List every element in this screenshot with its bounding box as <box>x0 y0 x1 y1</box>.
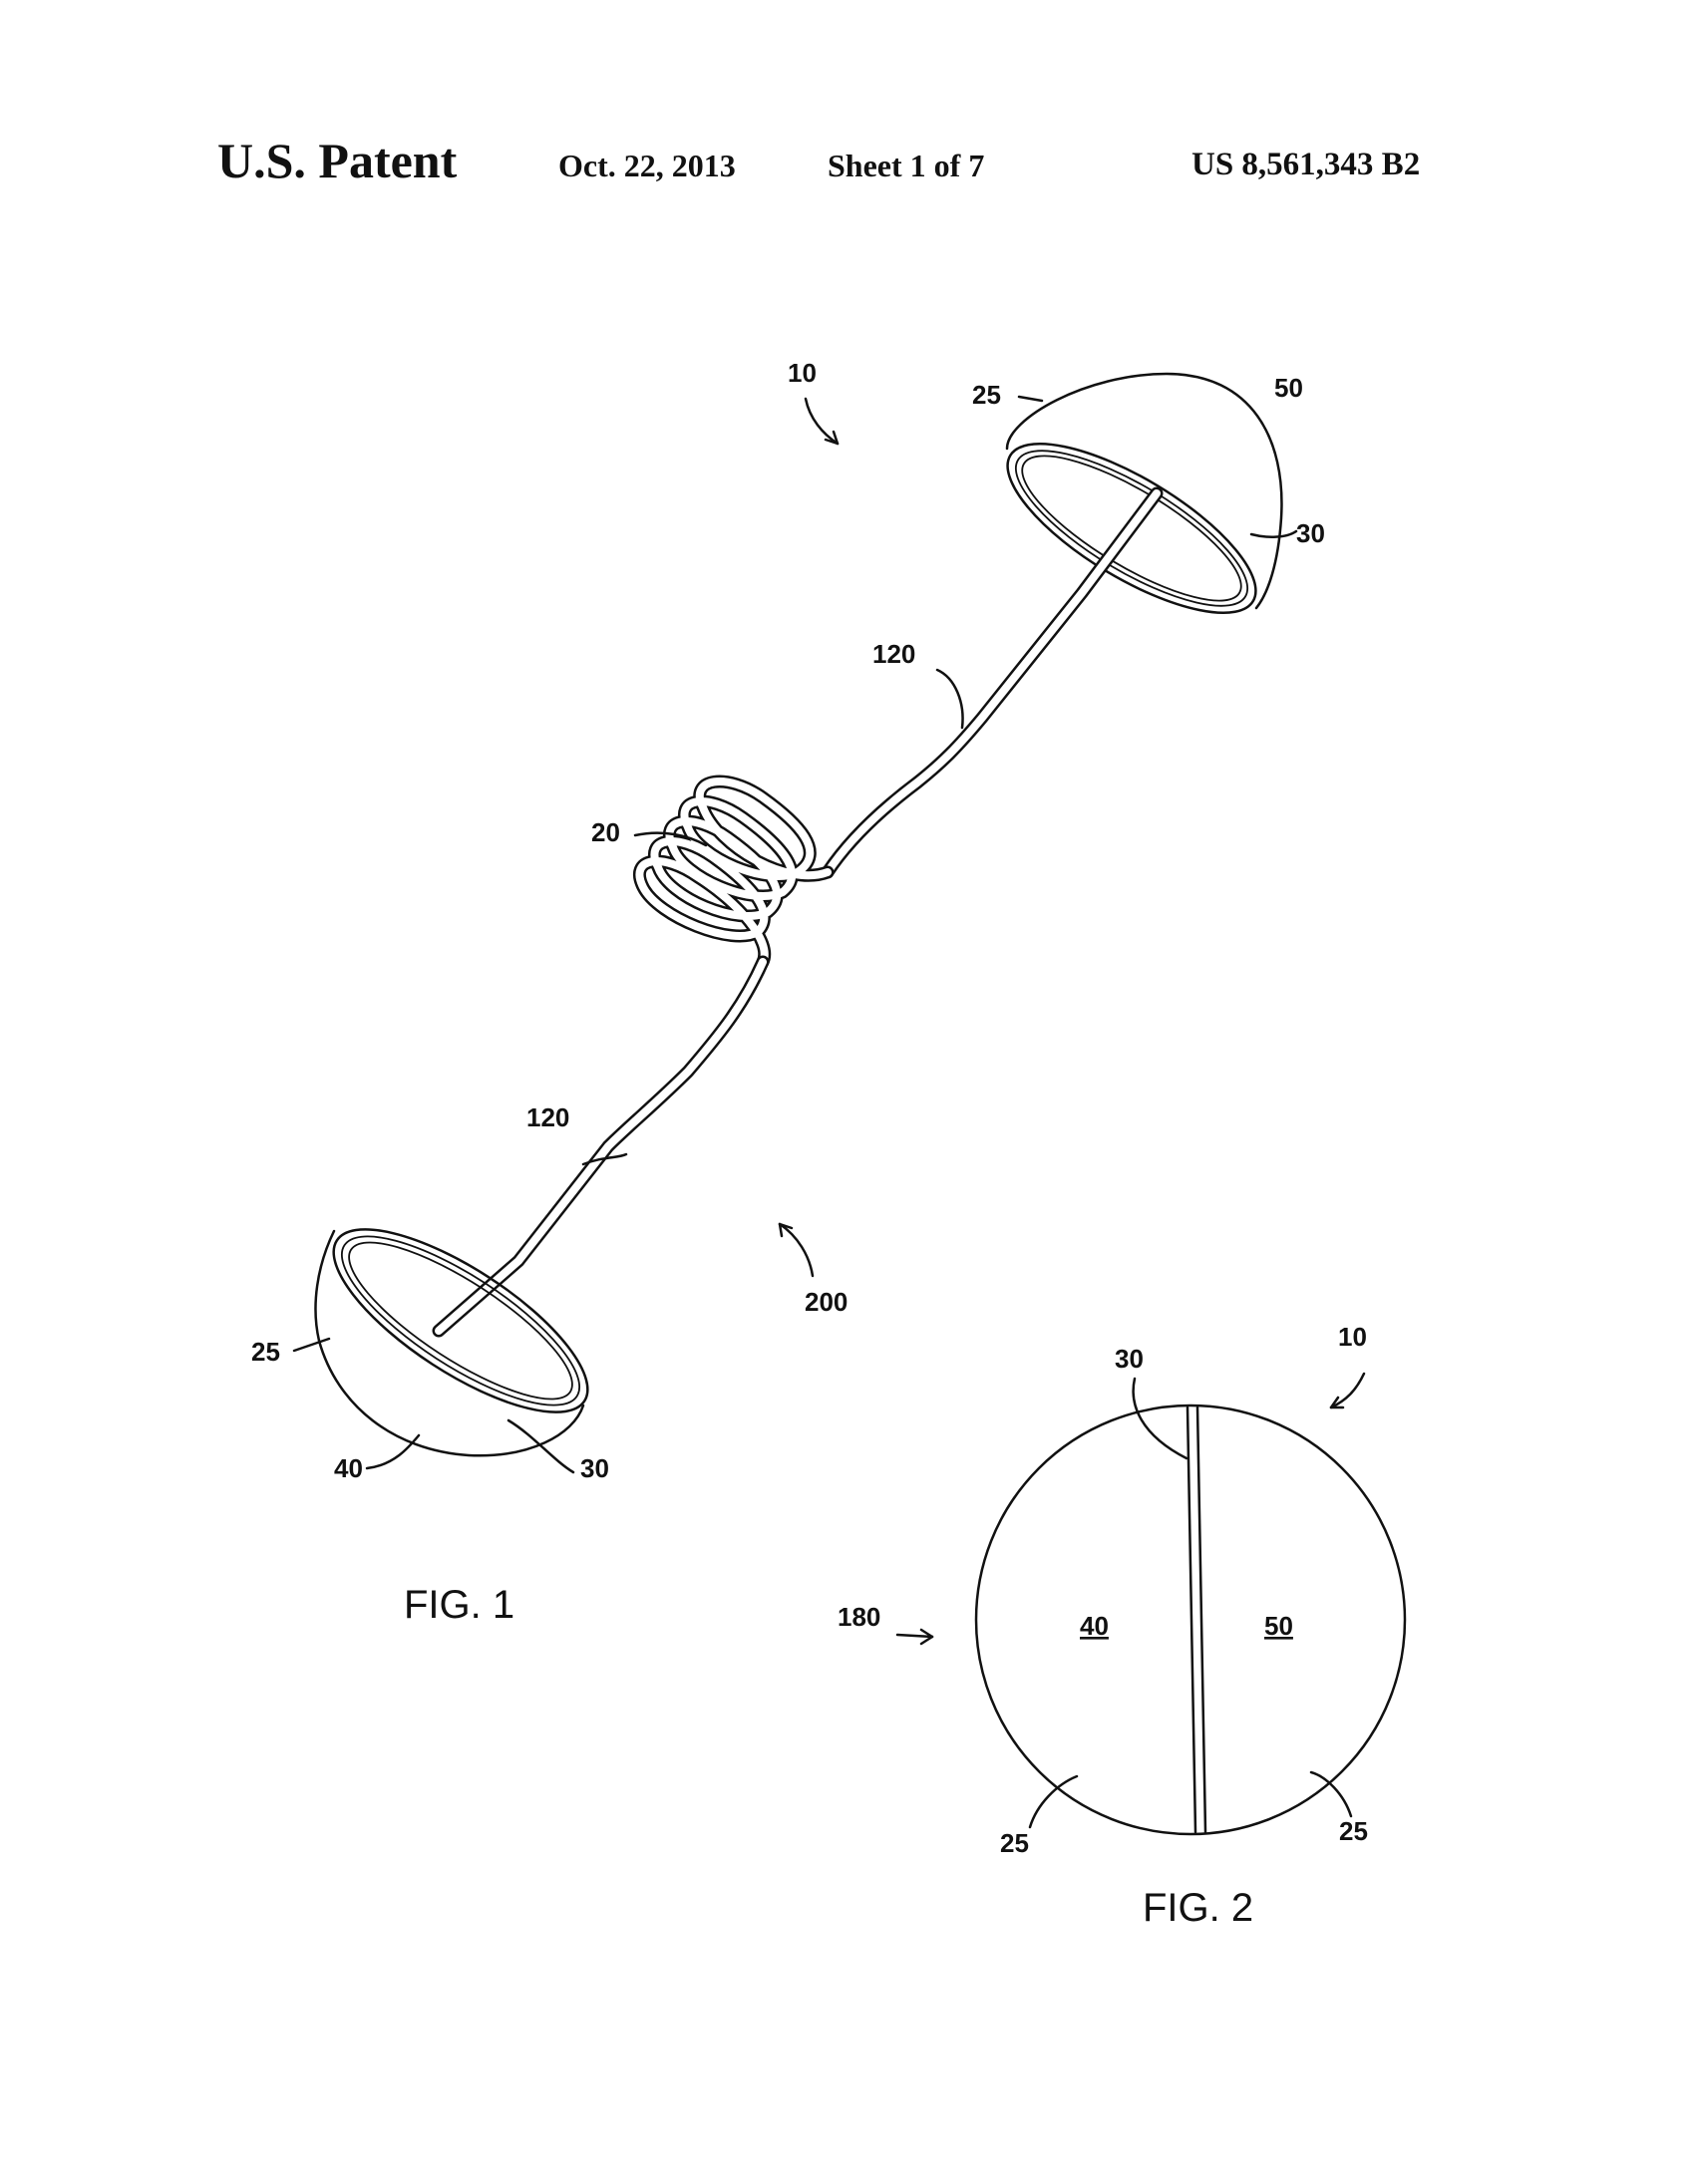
fig1-lower-wire <box>432 955 770 1338</box>
fig1-upper-wire <box>821 486 1164 879</box>
fig2-caption: FIG. 2 <box>1143 1886 1253 1930</box>
patent-title: U.S. Patent <box>217 133 458 188</box>
fig1-caption: FIG. 1 <box>404 1583 514 1627</box>
fig2-ref-seam: 30 <box>1115 1344 1144 1374</box>
fig1-ref-bottom-half: 40 <box>334 1453 363 1483</box>
fig2-ref-right-half: 50 <box>1264 1611 1293 1641</box>
patent-number: US 8,561,343 B2 <box>1191 147 1421 182</box>
fig2-seam-line-inner <box>1195 1405 1207 1834</box>
fig1-ref-bottom-seam: 30 <box>580 1453 609 1483</box>
fig1-top-hemisphere <box>1005 372 1283 615</box>
fig1-ref-top-seam: 30 <box>1296 518 1325 548</box>
fig1-leaders <box>292 395 1298 1474</box>
fig2-ref-left-shell: 25 <box>1000 1828 1029 1858</box>
fig1-ref-upper-wire: 120 <box>872 639 915 669</box>
fig1-bottom-hemisphere <box>314 1228 589 1457</box>
fig1-ref-collapsed: 200 <box>805 1287 848 1317</box>
fig1-spring-coil <box>633 775 835 969</box>
fig1-ref-bottom-shell: 25 <box>251 1337 280 1367</box>
fig2-ref-closed: 180 <box>838 1602 880 1632</box>
fig1-ref-assembly: 10 <box>788 358 817 388</box>
fig2-sphere-outline <box>974 1404 1407 1836</box>
fig2: 10 30 180 40 50 25 25 FIG. 2 <box>838 1322 1407 1930</box>
fig1-ref-spring: 20 <box>591 817 620 847</box>
sheet-number: Sheet 1 of 7 <box>828 148 985 183</box>
fig1-ref-top-half: 50 <box>1274 373 1303 403</box>
fig2-ref-assembly: 10 <box>1338 1322 1367 1352</box>
fig2-leaders <box>895 1372 1366 1829</box>
patent-date: Oct. 22, 2013 <box>558 148 736 183</box>
fig1: 10 25 50 30 120 20 120 200 25 40 30 FIG.… <box>251 358 1325 1627</box>
fig1-ref-top-shell: 25 <box>972 380 1001 410</box>
fig1-ref-lower-wire: 120 <box>526 1102 569 1132</box>
fig2-seam-line <box>1186 1405 1197 1834</box>
fig2-ref-right-shell: 25 <box>1339 1816 1368 1846</box>
fig2-ref-left-half: 40 <box>1080 1611 1109 1641</box>
